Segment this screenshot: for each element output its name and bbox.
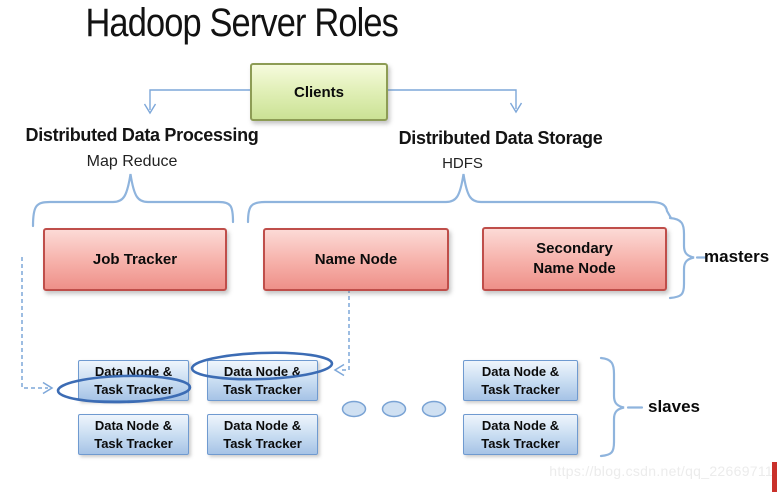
arrow-down-icon [509,102,523,114]
secondary-name-node-label: Secondary Name Node [533,240,616,277]
slave-node: Data Node & Task Tracker [207,414,318,455]
storage-section-heading: Distributed Data Storage [398,128,603,148]
ellipsis-dot-icon [341,400,367,418]
slave-node: Data Node & Task Tracker [463,360,578,401]
arrow-down-icon [143,103,157,115]
slave-node-label: Data Node & Task Tracker [223,363,302,397]
page-title-wrap: Hadoop Server Roles [0,1,484,46]
page-title: Hadoop Server Roles [85,1,399,45]
name-node-label: Name Node [314,250,398,268]
namenode-to-datanode-dashed-line [340,289,350,371]
slave-node-label: Data Node & Task Tracker [223,417,302,451]
clients-to-storage-line [384,89,517,109]
ellipsis-dot-icon [381,400,407,418]
watermark-red-bar [772,462,777,492]
storage-section-subheading: HDFS [442,155,483,172]
secondary-name-node: Secondary Name Node [482,227,667,291]
clients-node: Clients [250,63,388,121]
processing-section-heading: Distributed Data Processing [25,125,259,145]
slave-node: Data Node & Task Tracker [463,414,578,455]
watermark-text: https://blog.csdn.net/qq_22669711 [549,463,773,479]
slave-node: Data Node & Task Tracker [78,414,189,455]
slaves-brace [599,356,625,458]
name-node: Name Node [263,228,449,291]
clients-to-processing-line [149,89,250,110]
slave-node: Data Node & Task Tracker [78,360,189,401]
slave-node-label: Data Node & Task Tracker [94,363,173,397]
job-tracker-label: Job Tracker [92,250,178,268]
processing-section-subheading: Map Reduce [86,153,178,170]
job-tracker-node: Job Tracker [43,228,227,291]
ellipsis-dot-icon [421,400,447,418]
masters-group-label: masters [704,247,770,266]
slave-node-label: Data Node & Task Tracker [481,417,560,451]
processing-brace [31,173,235,228]
clients-node-label: Clients [293,83,344,101]
slaves-group-label: slaves [648,397,700,416]
slave-node-label: Data Node & Task Tracker [94,417,173,451]
arrow-left-icon [333,363,345,377]
slave-node: Data Node & Task Tracker [207,360,318,401]
storage-brace [246,173,673,224]
arrow-right-icon [42,381,54,395]
slave-node-label: Data Node & Task Tracker [481,363,560,397]
ellipsis-dots [341,400,447,418]
masters-brace [668,216,695,300]
